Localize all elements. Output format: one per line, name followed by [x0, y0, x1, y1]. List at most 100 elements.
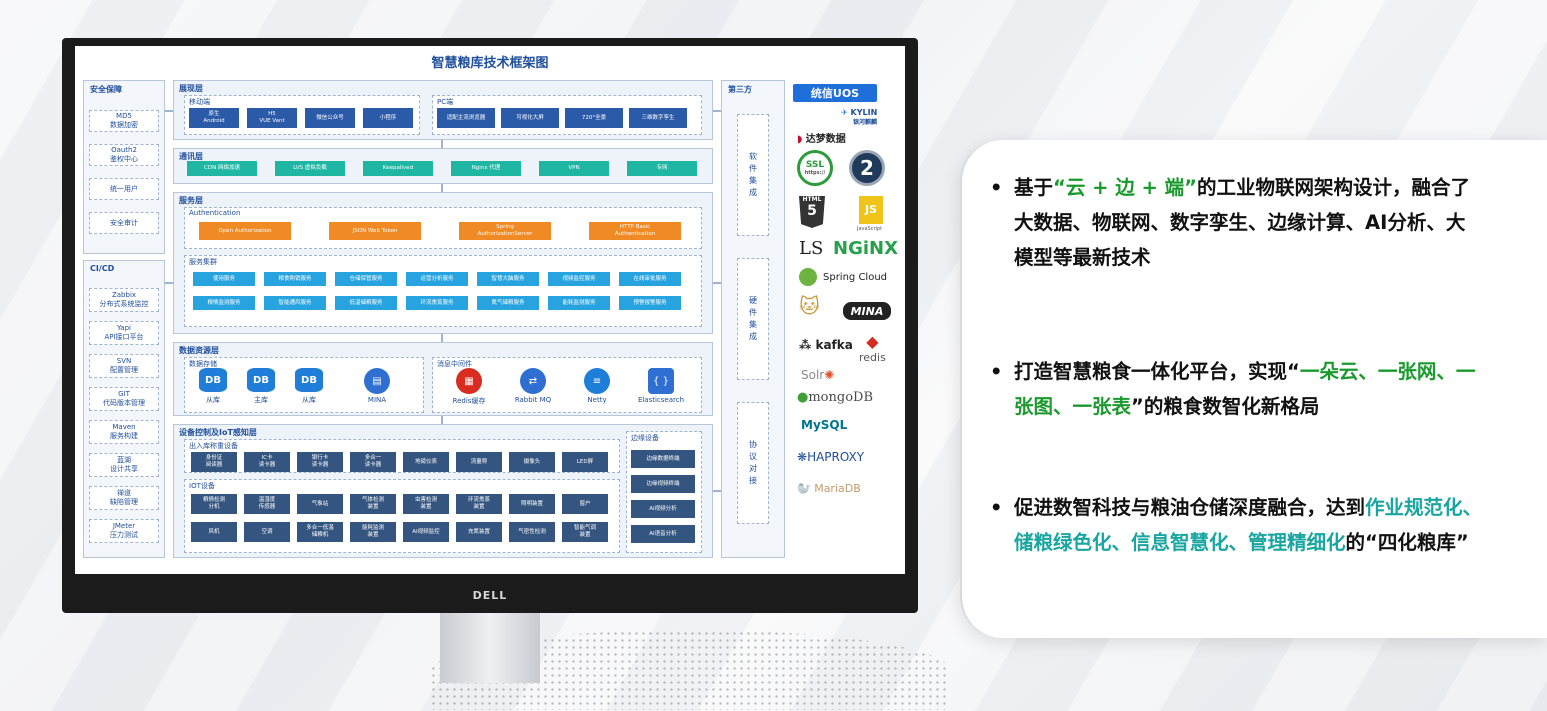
iot-item: 虫害检测 装置: [403, 494, 449, 514]
bullet-2-post: ”的粮食数智化新格局: [1131, 395, 1320, 418]
cluster-item: 预警报警服务: [619, 296, 681, 310]
monitor-bottom-bezel: DELL: [62, 575, 918, 613]
storage-label: MINA: [367, 396, 387, 404]
display-layer-title: 展现层: [179, 84, 203, 93]
cluster-item: 粮食购销服务: [264, 272, 326, 286]
elasticsearch-icon: { }: [648, 368, 674, 394]
iot-layer-title: 设备控制及IoT感知层: [179, 428, 257, 437]
connector-arrow: [713, 282, 721, 284]
tomcat-icon: 🐱: [799, 294, 820, 318]
diagram-title: 智慧粮库技术框架图: [431, 56, 549, 71]
edge-item: AI视频分析: [631, 500, 695, 518]
bullet-1-highlight: “云 + 边 + 端”: [1053, 176, 1197, 199]
solr-text: Solr: [801, 368, 825, 382]
auth-title: Authentication: [189, 209, 241, 217]
io-title: 出入库称重设备: [189, 442, 238, 450]
connector-arrow: [441, 334, 443, 342]
iot-item: 窗户: [562, 494, 608, 514]
mq-item: ⇄Rabbit MQ: [505, 368, 561, 404]
storage-label: 从库: [302, 396, 316, 404]
ls-logo: LS: [799, 238, 824, 259]
mq-item: ▦Redis缓存: [441, 368, 497, 406]
architecture-diagram: 智慧粮库技术框架图 安全保障 CI/CD 展现层 移动端 PC端 通讯层 服务层: [75, 46, 905, 574]
pc-title: PC端: [437, 98, 454, 106]
connector-arrow: [165, 110, 173, 112]
iot-item: 能耗监测 装置: [350, 522, 396, 542]
security-item: 统一用户: [89, 178, 159, 200]
edge-title: 边缘设备: [631, 434, 659, 442]
iot-item: 气象站: [297, 494, 343, 514]
bullet-1: • 基于“云 + 边 + 端”的工业物联网架构设计，融合了大数据、物联网、数字孪生…: [990, 170, 1484, 275]
connector-arrow: [713, 490, 721, 492]
security-title: 安全保障: [90, 85, 122, 94]
connector-arrow: [713, 110, 721, 112]
service-layer-title: 服务层: [179, 196, 203, 205]
bullet-1-post: 的工业物联网架构设计，融合了大数据、物联网、数字孪生、边缘计算、AI分析、大模型…: [1014, 176, 1470, 269]
auth-item: Open Authorization: [199, 222, 291, 240]
auth-item: Spring AuthorizationServer: [459, 222, 551, 240]
third-party-title: 第三方: [728, 85, 752, 94]
storage-item: ▤MINA: [357, 368, 397, 404]
nginx-logo: NGiNX: [833, 238, 898, 259]
pc-item: 可视化大屏: [501, 108, 559, 128]
cluster-item: 视频监控服务: [548, 272, 610, 286]
comm-layer: 通讯层: [173, 148, 713, 184]
redis-text: redis: [859, 351, 886, 364]
iot-item: 温湿度 传感器: [244, 494, 290, 514]
dameng-icon: ◗: [797, 134, 803, 145]
feature-card: • 基于“云 + 边 + 端”的工业物联网架构设计，融合了大数据、物联网、数字孪生…: [960, 140, 1547, 638]
mobile-item: 微信公众号: [305, 108, 355, 128]
database-icon: DB: [247, 368, 275, 392]
cicd-item: 禅道 缺陷管理: [89, 486, 159, 510]
comm-item: LVS 虚拟负载: [275, 161, 345, 176]
auth-item: JSON Web Token: [329, 222, 421, 240]
solr-logo: Solr✺: [801, 368, 834, 382]
bullet-dot: •: [990, 176, 1003, 199]
bullet-1-pre: 基于: [1014, 176, 1054, 199]
html5-num: 5: [807, 203, 817, 219]
mongodb-logo: ●mongoDB: [797, 390, 873, 405]
solr-icon: ✺: [824, 368, 835, 382]
iot-item: 照明装置: [509, 494, 555, 514]
edge-item: AI语音分析: [631, 525, 695, 543]
iot-item: 气体检测 装置: [350, 494, 396, 514]
comm-item: Keepalived: [363, 161, 433, 176]
bullet-2: •打造智慧粮食一体化平台，实现“一朵云、一张网、一张图、一张表”的粮食数智化新格…: [990, 354, 1484, 424]
cluster-item: 在线审批服务: [619, 272, 681, 286]
cluster-item: 智慧大脑服务: [477, 272, 539, 286]
cicd-title: CI/CD: [90, 264, 115, 273]
redis-cache-icon: ▦: [456, 368, 482, 394]
io-item: 多合一 读卡器: [350, 452, 396, 472]
cluster-item: 智能通风服务: [264, 296, 326, 310]
third-party-item: 硬 件 集 成: [737, 258, 769, 380]
edge-item: 边缘数据终端: [631, 450, 695, 468]
security-item: MD5 数据加密: [89, 110, 159, 132]
cicd-item: SVN 配置管理: [89, 354, 159, 378]
iot-item: 气密性检测: [509, 522, 555, 542]
bullet-3: •促进数智科技与粮油仓储深度融合，达到作业规范化、储粮绿色化、信息智慧化、管理精…: [990, 490, 1484, 560]
cluster-item: 氮气储粮服务: [477, 296, 539, 310]
mobile-item: 小程序: [363, 108, 413, 128]
js-caption: JavaScript: [857, 226, 883, 232]
connector-arrow: [441, 184, 443, 192]
cicd-item: JMeter 压力测试: [89, 519, 159, 543]
storage-label: 从库: [206, 396, 220, 404]
mq-title: 消息中间件: [437, 360, 472, 368]
cicd-item: Maven 服务构建: [89, 420, 159, 444]
html5-text: HTML: [802, 196, 822, 203]
mongodb-icon: ●: [797, 390, 809, 405]
io-item: 摄像头: [509, 452, 555, 472]
iot-item: 智能气调 装置: [562, 522, 608, 542]
database-icon: DB: [199, 368, 227, 392]
comm-item: CDN 网络加速: [187, 161, 257, 176]
iot-item: 环流熏蒸 装置: [456, 494, 502, 514]
ssl-sub: https://: [804, 170, 826, 176]
security-item: Oauth2 鉴权中心: [89, 144, 159, 166]
comm-item: 专网: [627, 161, 697, 176]
cluster-item: 能耗监测服务: [548, 296, 610, 310]
cluster-item: 环流熏蒸服务: [406, 296, 468, 310]
